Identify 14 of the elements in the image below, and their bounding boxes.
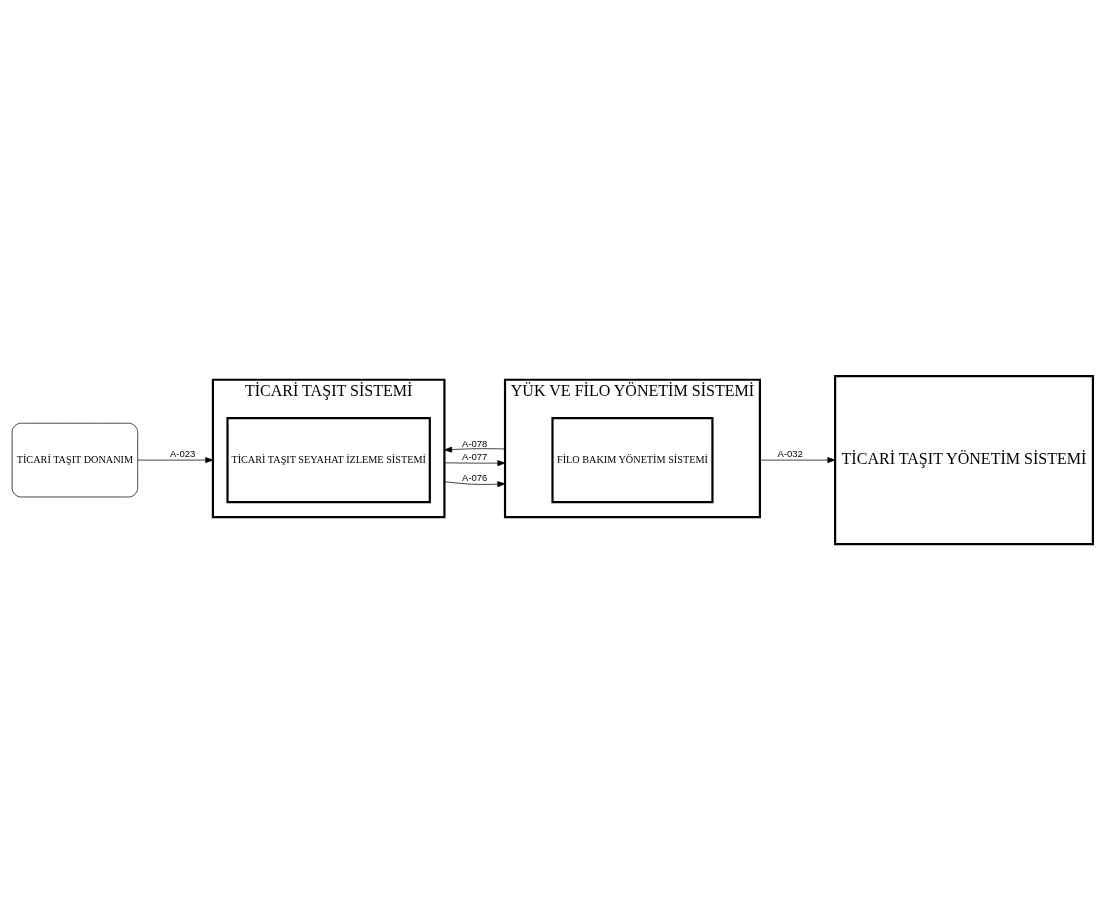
arrow [444, 481, 506, 488]
edge-label: A-076 [462, 471, 488, 483]
edge-label: A-077 [462, 451, 488, 463]
arrow [444, 460, 506, 467]
arrow [759, 457, 836, 463]
node-box: TİCARİ TAŞIT DONANIM [11, 422, 139, 498]
arrow [137, 457, 214, 463]
node-box: TİCARİ TAŞIT SEYAHAT İZLEME SİSTEMİ [226, 417, 431, 504]
arrow [444, 446, 506, 453]
edge-label: A-078 [462, 437, 488, 449]
node-box: FİLO BAKIM YÖNETİM SİSTEMİ [551, 417, 714, 504]
edge-label: A-032 [777, 448, 803, 460]
edge-label: A-023 [169, 448, 196, 460]
node-box: TİCARİ TAŞIT YÖNETİM SİSTEMİ [834, 375, 1094, 546]
